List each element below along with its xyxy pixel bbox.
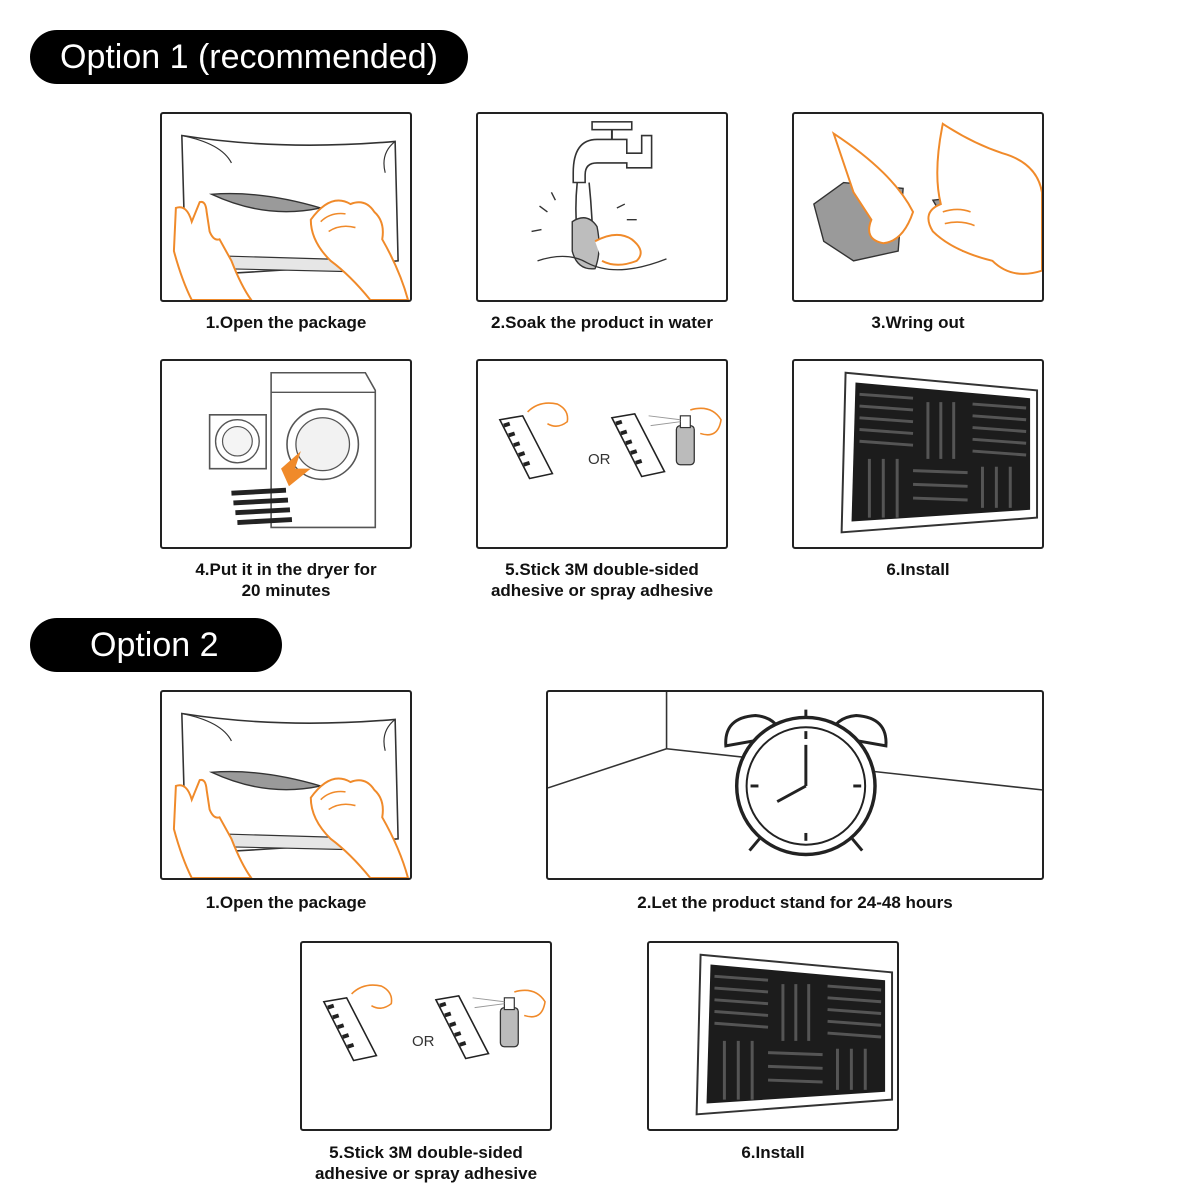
option-2-heading: Option 2 [30,618,282,672]
step-5-caption: 5.Stick 3M double-sided adhesive or spra… [490,560,714,600]
opt2-step-2-stand-panel [546,690,1044,880]
opt2-step-6-install-panel [647,941,899,1131]
opt2-step-1-caption: 1.Open the package [205,893,367,912]
or-label: OR [412,1033,435,1050]
step-4-caption: 4.Put it in the dryer for 20 minutes [195,560,377,600]
step-6-caption: 6.Install [886,560,950,579]
opt2-step-5-adhesive-panel: OR [300,941,552,1131]
or-label: OR [588,451,611,468]
step-3-wring-panel [792,112,1044,302]
installed-panels-illustration [794,361,1042,547]
step-2-caption: 2.Soak the product in water [491,313,713,332]
step-4-dryer-panel [160,359,412,549]
opt2-step-5-caption: 5.Stick 3M double-sided adhesive or spra… [314,1143,538,1183]
step-6-install-panel [792,359,1044,549]
faucet-soak-illustration [478,114,726,300]
alarm-clock-illustration [548,692,1042,878]
step-2-soak-panel [476,112,728,302]
step-3-caption: 3.Wring out [871,313,965,332]
dryer-illustration [162,361,410,547]
open-package-illustration [162,114,410,300]
opt2-step-1-open-package-panel [160,690,412,880]
step-1-open-package-panel [160,112,412,302]
option-1-heading: Option 1 (recommended) [30,30,468,84]
wring-out-illustration [794,114,1042,300]
step-5-adhesive-panel: OR [476,359,728,549]
step-1-caption: 1.Open the package [205,313,367,332]
opt2-step-2-caption: 2.Let the product stand for 24-48 hours [637,893,953,912]
opt2-step-6-caption: 6.Install [741,1143,805,1162]
installed-panels-illustration [649,943,897,1129]
open-package-illustration [162,692,410,878]
